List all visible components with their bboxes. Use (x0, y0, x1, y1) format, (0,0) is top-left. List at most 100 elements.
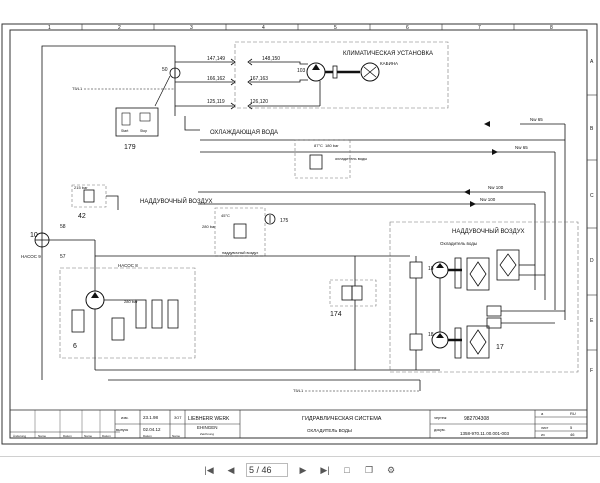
hacoc8-label: НАСОС 8 (118, 263, 138, 268)
charge-air-right-label: НАДДУВОЧНЫЙ ВОЗДУХ (452, 227, 525, 235)
bar-215: 215 bar (74, 185, 88, 190)
footer-col-4: Name (84, 434, 92, 438)
page-input[interactable]: 5 / 46 (246, 463, 288, 477)
valve-174-b (351, 285, 363, 301)
water-cooler-label: Охладитель воды (440, 241, 477, 246)
company-name: LIEBHERR WERK (188, 416, 230, 422)
col-3: 3 (190, 25, 193, 31)
ref-10: 10 (30, 232, 38, 239)
sheet-label: лист (541, 426, 549, 430)
temp-45: 45°C (221, 213, 230, 218)
footer-col-2: Name (38, 434, 46, 438)
first-page-icon[interactable]: |◀ (204, 464, 214, 475)
control-valve-a (135, 299, 147, 329)
row-d: D (590, 258, 594, 264)
ref-57: 57 (60, 254, 66, 260)
name-1: ЗОТ (174, 416, 182, 420)
climate-unit-frame (234, 41, 449, 109)
copy-icon[interactable]: ❐ (364, 464, 374, 475)
company-sub: Zeichnung (200, 432, 214, 436)
pump6-arrow-icon (91, 292, 99, 298)
row-f: F (590, 368, 593, 374)
switch-panel-179 (115, 107, 159, 137)
doc-number: 1358-970.11.00.001-003 (460, 431, 509, 436)
pump6-cylinder (71, 309, 85, 333)
ref-17: 17 (496, 344, 504, 351)
row-c: C (590, 193, 594, 199)
hydraulic-schematic: 1 2 3 4 5 6 7 8 A B C D E F КЛИМАТИЧЕСКА… (1, 23, 598, 445)
nw65-b: Nw 65 (515, 145, 528, 150)
cabin-label: КАБИНА (380, 61, 398, 66)
col-4: 4 (262, 25, 265, 31)
climate-unit-label: КЛИМАТИЧЕСКАЯ УСТАНОВКА (343, 51, 433, 57)
row-ticks (587, 94, 597, 351)
switch-start-icon (121, 112, 131, 126)
valve-174-frame (329, 279, 377, 307)
switch-stop-icon (139, 112, 151, 122)
charge-air-small-label: наддувочный воздух (222, 251, 258, 255)
ref-58: 58 (60, 224, 66, 230)
pump6-lines (94, 240, 420, 381)
date-2: 02.04.12 (143, 427, 161, 432)
fan-motor-bottom-arrow-icon (436, 333, 444, 338)
cooling-water-label: ОХЛАЖДАЮЩАЯ ВОДА (210, 130, 278, 136)
stop-label: Stop (140, 129, 147, 133)
port-166-162: 166,162 (207, 76, 225, 82)
motor-arrow-icon (312, 64, 320, 70)
footer-col-7: Name (172, 434, 180, 438)
nw100-b: Nw 100 (480, 197, 496, 202)
settings-icon[interactable]: ⚙ (386, 464, 396, 475)
charge-air-valve (233, 223, 247, 239)
of-label: из (541, 433, 545, 437)
footer-col-6: Datum (143, 434, 152, 438)
valve-174-a (341, 285, 353, 301)
row-a: A (590, 59, 594, 65)
start-label: Start (121, 129, 128, 133)
climate-lines (41, 45, 321, 131)
port-148-150: 148,150 (262, 56, 280, 62)
col-6: 6 (406, 25, 409, 31)
ref-6: 6 (73, 343, 77, 350)
t5-label-bottom: T5/L1 (293, 388, 304, 393)
flow-arrow-nw100a-icon (464, 189, 470, 195)
col-7: 7 (478, 25, 481, 31)
row-b: B (590, 126, 594, 132)
flow-arrow-nw65b-icon (492, 149, 498, 155)
check-valve-bottom (409, 333, 423, 351)
drawing-label: чертеж (434, 416, 447, 420)
ref-175: 175 (280, 218, 289, 224)
footer-columns: Änderung Name Datum Name Datum Datum Nam… (13, 434, 180, 438)
line-connectors (230, 58, 253, 110)
bar-280b: 280 bar (124, 299, 138, 304)
cooler-water-small-label: охладитель воды (335, 156, 367, 161)
prev-page-icon[interactable]: ◀ (227, 464, 235, 475)
pump10-lines (41, 58, 95, 380)
nw65-a: Nw 65 (530, 117, 543, 122)
pump6-cylinder-2 (111, 317, 125, 341)
thermostat-valve (309, 154, 323, 170)
next-page-icon[interactable]: ▶ (299, 464, 307, 475)
footer-col-1: Änderung (13, 434, 26, 438)
flow-arrow-nw100b-icon (470, 201, 476, 207)
date-1: 23.1.98 (143, 415, 159, 420)
ref-18-top: 18 (428, 266, 434, 272)
ref-174: 174 (330, 311, 342, 318)
bar-180: 180 bar (325, 143, 339, 148)
footer-col-3: Datum (63, 434, 72, 438)
cooler-bottom (466, 325, 490, 359)
row1-label: изм. (121, 416, 129, 420)
last-page-icon[interactable]: ▶| (320, 464, 330, 475)
of-value: 46 (570, 432, 575, 437)
cooler-water-valve-frame (294, 139, 351, 179)
charge-air-lines (198, 191, 546, 300)
row-e: E (590, 318, 594, 324)
nw100-a: Nw 100 (488, 185, 504, 190)
charge-air-left-label: НАДДУВОЧНЫЙ ВОЗДУХ (140, 197, 213, 205)
page-indicator: 5 / 46 (246, 463, 288, 477)
row-labels: A B C D E F (590, 59, 594, 374)
port-147-149: 147,149 (207, 56, 225, 62)
fit-page-icon[interactable]: □ (344, 465, 350, 475)
title-block (9, 409, 588, 439)
compressor (360, 62, 380, 82)
company-city: EHINGEN (197, 425, 218, 430)
